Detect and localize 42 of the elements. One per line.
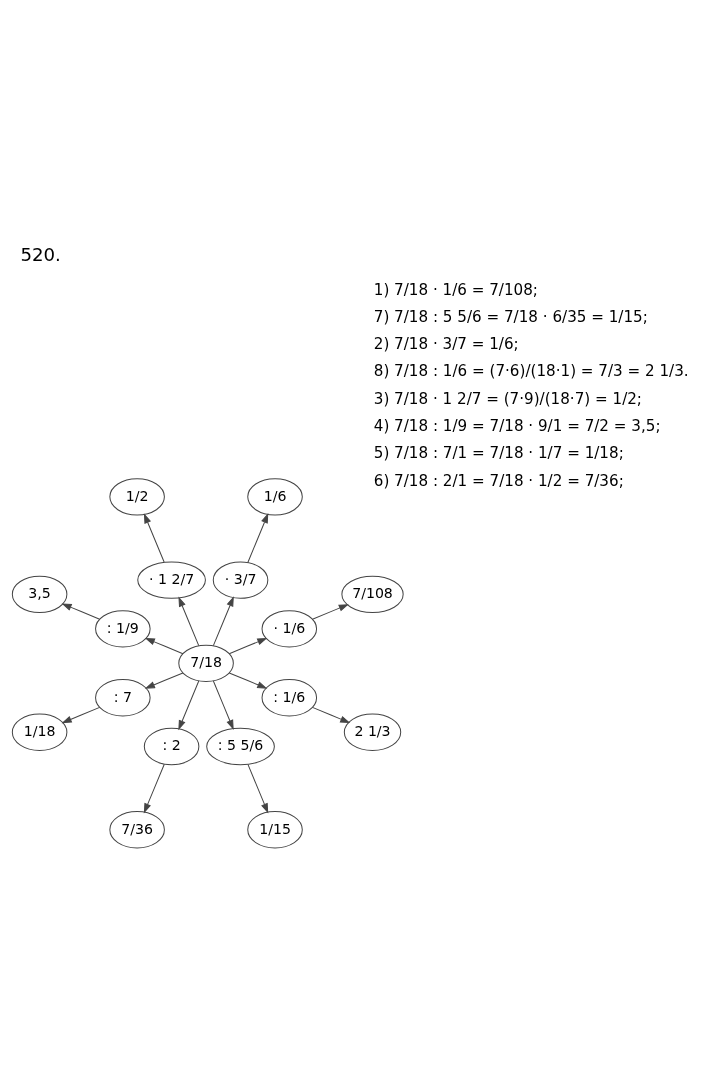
label: 1) 7/18 · 1/6 = 7/108; [373,280,538,299]
node-ellipse: 7/108 [341,575,404,614]
label: 6) 7/18 : 2/1 = 7/18 · 1/2 = 7/36; [373,471,624,490]
arrow [144,672,184,689]
arrow [178,680,200,731]
node-ellipse: · 1/6 [261,610,318,648]
label: 4) 7/18 : 1/9 = 7/18 · 9/1 = 7/2 = 3,5; [373,416,661,435]
label: 5) 7/18 : 7/1 = 7/18 · 1/7 = 1/18; [373,444,624,463]
arrow [143,513,165,563]
arrow [311,706,351,724]
node-ellipse: : 7 [95,679,151,717]
arrow [144,637,184,655]
arrow [228,637,268,655]
node-ellipse: : 1/9 [95,610,151,648]
node-ellipse: 1/2 [109,478,165,516]
arrow [228,672,268,689]
node-ellipse: : 5 5/6 [206,727,275,766]
arrow [61,706,101,724]
arrow [178,596,200,647]
arrow [61,603,101,620]
label: 7) 7/18 : 5 5/6 = 7/18 · 6/35 = 1/15; [373,307,648,326]
node-ellipse: : 1/6 [261,679,318,717]
arrow [247,513,269,563]
node-ellipse: 2 1/3 [343,713,402,751]
arrow [212,680,234,731]
node-ellipse: 7/18 [178,644,234,682]
arrow [143,763,165,814]
node-ellipse: 3,5 [11,575,68,614]
arrow [212,596,234,647]
node-ellipse: : 2 [143,727,200,766]
arrow [247,764,269,814]
node-ellipse: · 3/7 [212,561,269,599]
node-ellipse: 1/6 [247,478,303,516]
label: 8) 7/18 : 1/6 = (7·6)/(18·1) = 7/3 = 2 1/3. [373,362,689,381]
node-ellipse: 7/36 [109,811,165,849]
label: 2) 7/18 · 3/7 = 1/6; [373,335,519,354]
diagram-title: 520. [20,243,61,265]
node-ellipse: 1/15 [247,811,303,849]
label: 3) 7/18 · 1 2/7 = (7·9)/(18·7) = 1/2; [373,389,642,408]
arrow [311,604,349,620]
node-ellipse: · 1 2/7 [137,561,206,599]
node-ellipse: 1/18 [11,713,68,751]
